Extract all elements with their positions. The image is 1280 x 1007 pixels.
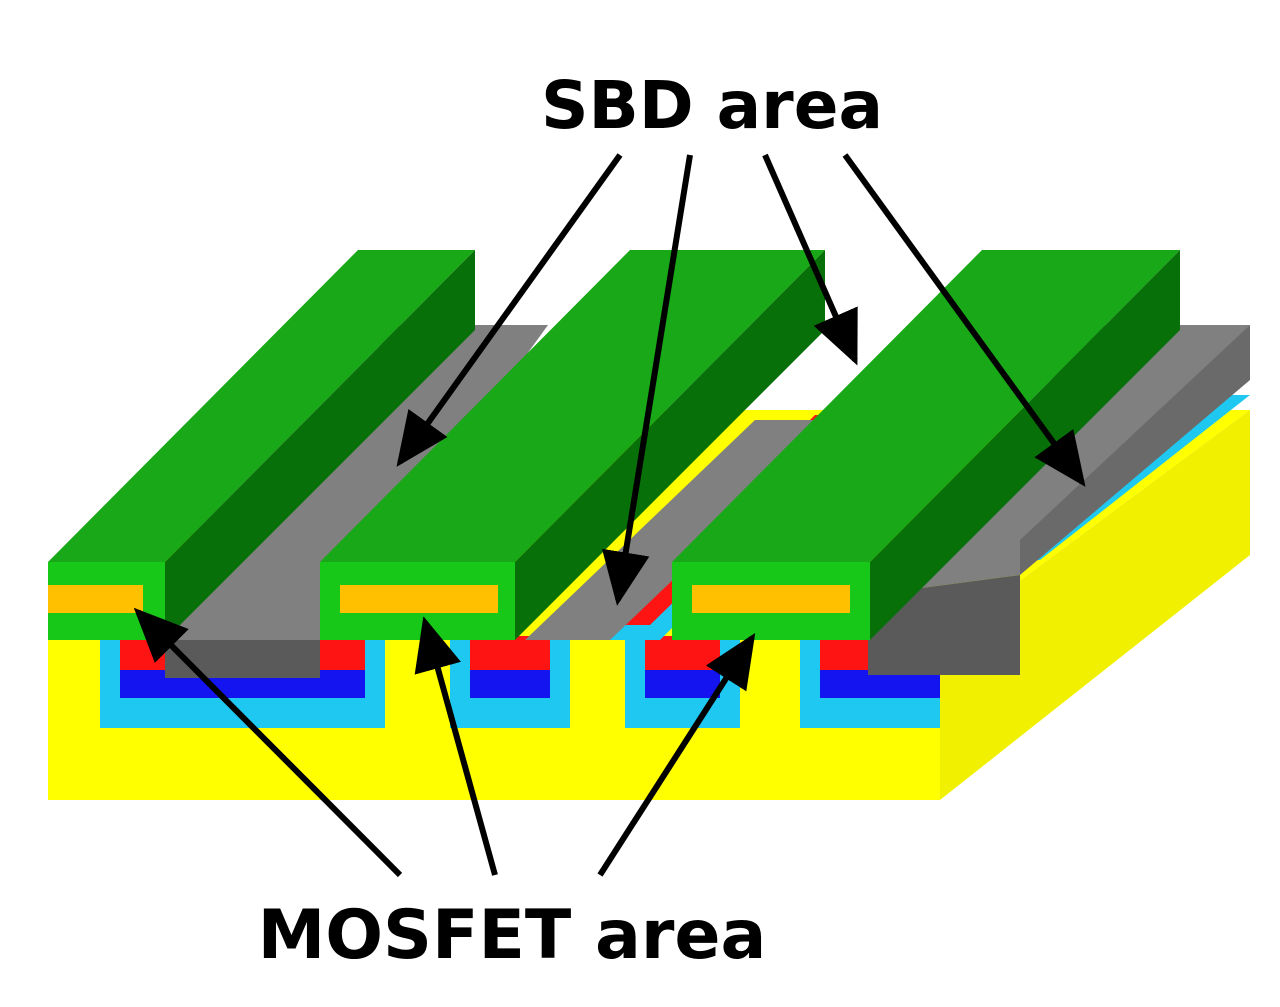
mosfet-area-label: MOSFET area: [258, 896, 767, 975]
substrate-side: [940, 410, 1250, 800]
sbd-arrow-2: [601, 154, 693, 606]
mosfet-arrows: [133, 607, 756, 878]
gray-bar-1-front: [165, 640, 320, 678]
mosfet-arrow-2: [414, 616, 498, 876]
mosfet-arrow-1: [133, 607, 403, 878]
sbd-arrows: [396, 153, 1086, 606]
sbd-arrow-4: [842, 153, 1086, 487]
orange-insert-1: [48, 585, 143, 613]
green-bar-3: [672, 250, 1180, 640]
green-bar-2: [320, 250, 825, 640]
sbd-area-label: SBD area: [541, 67, 883, 144]
gray-bar-1-top: [165, 325, 548, 640]
sbd-arrow-3: [762, 153, 858, 366]
orange-insert-2: [340, 585, 498, 613]
mosfet-arrow-3: [597, 632, 756, 877]
orange-insert-3: [692, 585, 850, 613]
sbd-arrow-1: [396, 153, 623, 467]
gray-bar-3-side: [1020, 325, 1250, 575]
